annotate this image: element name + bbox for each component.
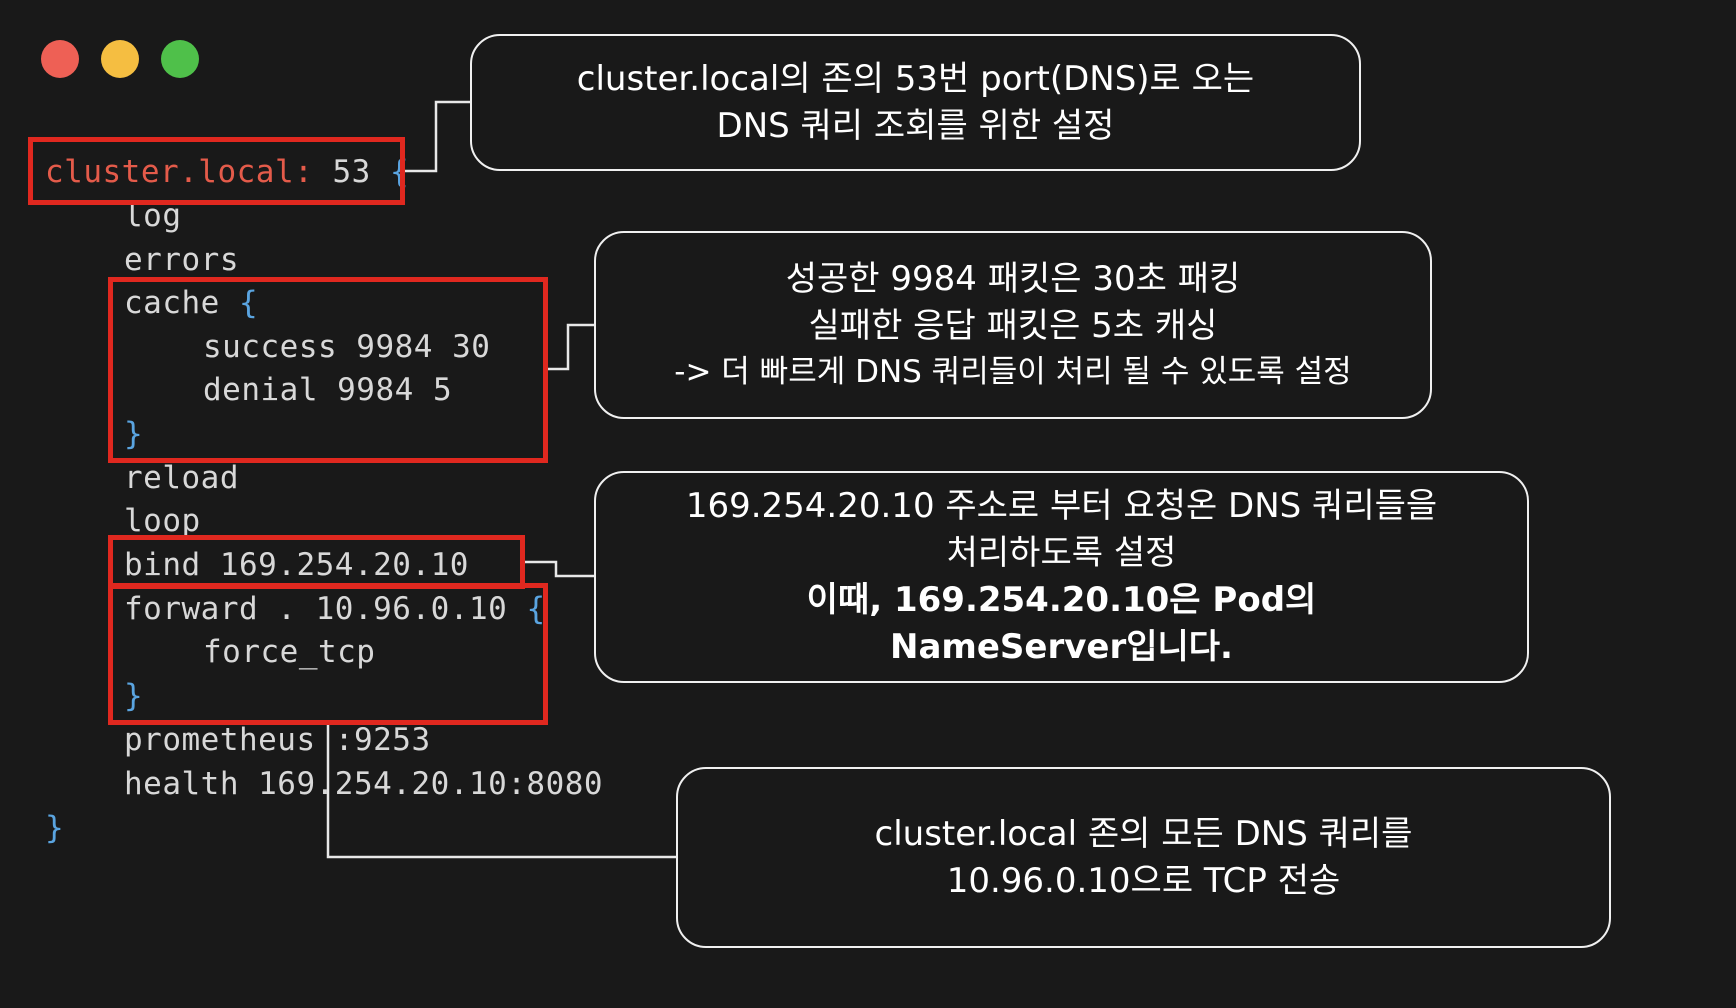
forward-directive: forward . 10.96.0.10 xyxy=(124,591,508,627)
force-tcp-option: force_tcp xyxy=(203,634,376,670)
connector-zone xyxy=(405,100,470,173)
note-bind-line4: NameServer입니다. xyxy=(890,627,1233,667)
cache-close-brace: } xyxy=(124,416,144,452)
health-directive: health 169.254.20.10:8080 xyxy=(124,766,604,802)
code-line-forward: forward . 10.96.0.10 { xyxy=(124,587,546,631)
code-line-cache: cache { xyxy=(124,281,258,325)
note-cache-line3: -> 더 빠르게 DNS 쿼리들이 처리 될 수 있도록 설정 xyxy=(674,354,1352,390)
note-bind-line2: 처리하도록 설정 xyxy=(946,533,1177,573)
note-zone: cluster.local의 존의 53번 port(DNS)로 오는 DNS … xyxy=(470,34,1361,171)
note-cache: 성공한 9984 패킷은 30초 패킹 실패한 응답 패킷은 5초 캐싱 -> … xyxy=(594,231,1432,419)
code-line-cache-close: } xyxy=(124,412,143,456)
bind-directive: bind 169.254.20.10 xyxy=(124,547,469,583)
highlight-cache xyxy=(108,277,548,463)
code-line-forward-close: } xyxy=(124,674,143,718)
code-line-errors: errors xyxy=(124,238,239,282)
note-cache-line2: 실패한 응답 패킷은 5초 캐싱 xyxy=(808,306,1218,346)
cache-success: success 9984 30 xyxy=(203,329,491,365)
code-line-prometheus: prometheus :9253 xyxy=(124,718,431,762)
reload-directive: reload xyxy=(124,460,239,496)
zone-port: 53 xyxy=(332,154,371,190)
code-line-bind: bind 169.254.20.10 xyxy=(124,543,469,587)
code-line-denial: denial 9984 5 xyxy=(203,368,452,412)
close-dot xyxy=(41,40,79,78)
highlight-forward xyxy=(108,583,548,725)
code-line-zone: cluster.local: 53 { xyxy=(45,150,409,194)
highlight-bind xyxy=(108,535,525,589)
cache-denial: denial 9984 5 xyxy=(203,372,453,408)
connector-bind xyxy=(524,560,594,578)
note-cache-line1: 성공한 9984 패킷은 30초 패킹 xyxy=(785,259,1241,299)
note-forward-line1: cluster.local 존의 모든 DNS 쿼리를 xyxy=(874,813,1413,854)
connector-cache xyxy=(545,323,594,371)
server-block-close-brace: } xyxy=(45,810,65,846)
note-forward: cluster.local 존의 모든 DNS 쿼리를 10.96.0.10으로… xyxy=(676,767,1611,948)
code-line-success: success 9984 30 xyxy=(203,325,490,369)
cache-directive: cache xyxy=(124,285,220,321)
note-bind: 169.254.20.10 주소로 부터 요청온 DNS 쿼리들을 처리하도록 … xyxy=(594,471,1529,683)
note-bind-line1: 169.254.20.10 주소로 부터 요청온 DNS 쿼리들을 xyxy=(685,486,1438,526)
errors-directive: errors xyxy=(124,242,239,278)
highlight-zone xyxy=(28,137,405,205)
code-line-loop: loop xyxy=(124,499,201,543)
note-zone-line1: cluster.local의 존의 53번 port(DNS)로 오는 xyxy=(576,58,1255,99)
note-zone-line2: DNS 쿼리 조회를 위한 설정 xyxy=(716,105,1115,146)
code-line-reload: reload xyxy=(124,456,239,500)
code-line-force-tcp: force_tcp xyxy=(203,630,375,674)
forward-close-brace: } xyxy=(124,678,144,714)
minimize-dot xyxy=(101,40,139,78)
code-line-close: } xyxy=(45,806,64,850)
note-bind-line3: 이때, 169.254.20.10은 Pod의 xyxy=(806,580,1317,620)
cache-open-brace: { xyxy=(239,285,259,321)
loop-directive: loop xyxy=(124,503,201,539)
note-forward-line2: 10.96.0.10으로 TCP 전송 xyxy=(946,860,1341,901)
code-line-health: health 169.254.20.10:8080 xyxy=(124,762,603,806)
prometheus-directive: prometheus :9253 xyxy=(124,722,431,758)
zone-name: cluster.local: xyxy=(45,154,314,190)
connector-forward xyxy=(326,723,676,859)
forward-open-brace: { xyxy=(526,591,546,627)
maximize-dot xyxy=(161,40,199,78)
